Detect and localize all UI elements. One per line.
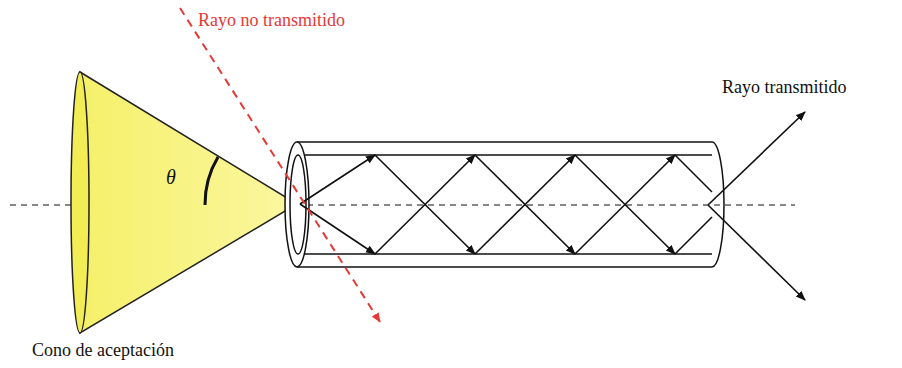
ray-label: Rayo no transmitido [198,11,345,31]
rejected-ray [180,8,380,322]
acceptance-cone [71,72,297,333]
angle-symbol: θ [166,166,176,188]
guided-rays [300,112,805,300]
cone-label: Cono de aceptación [32,341,174,361]
optical-fiber [285,142,724,267]
ray-label: Rayo transmitido [722,78,847,98]
